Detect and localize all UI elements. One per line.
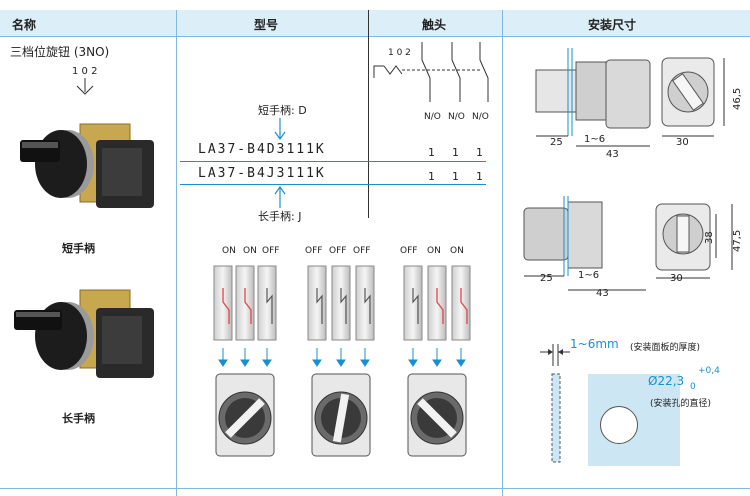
- header-contacts: 触头: [422, 18, 447, 32]
- panel-thickness-diagram: [540, 344, 570, 463]
- dim-1-6: 1~6: [578, 270, 600, 281]
- state-label: ON: [450, 246, 464, 256]
- dimension-drawing-long: [523, 196, 733, 291]
- schema-position-label: 1 0 2: [388, 48, 411, 58]
- contact-count: 1: [428, 170, 435, 183]
- panel-thickness-value: 1~6mm: [570, 337, 619, 351]
- long-handle-label: 长手柄: [62, 412, 95, 425]
- state-label: ON: [222, 246, 236, 256]
- switching-states-diagram: [213, 265, 471, 457]
- model-code: LA37-B4D3111K: [198, 142, 326, 157]
- header-model: 型号: [254, 18, 279, 32]
- hole-diameter: Ø22,3: [648, 374, 685, 388]
- product-title: 三档位旋钮 (3NO): [10, 45, 110, 59]
- contact-count: 1: [428, 146, 435, 159]
- long-handle-arrow-icon: [274, 186, 286, 208]
- state-label: ON: [243, 246, 257, 256]
- dim-30: 30: [676, 137, 689, 148]
- mounting-hole: [600, 406, 638, 444]
- column-divider: [502, 10, 503, 496]
- dim-25: 25: [540, 273, 553, 284]
- dim-47-5: 47,5: [732, 229, 743, 252]
- dim-30: 30: [670, 273, 683, 284]
- state-label: OFF: [305, 246, 323, 256]
- short-handle-switch-photo: [20, 123, 154, 208]
- short-handle-note: 短手柄: D: [258, 104, 307, 117]
- contact-count: 1: [452, 146, 459, 159]
- table-header: [0, 10, 750, 37]
- contact-count: 1: [476, 170, 483, 183]
- short-handle-arrow-icon: [274, 118, 286, 141]
- state-label: OFF: [353, 246, 371, 256]
- state-label: OFF: [400, 246, 418, 256]
- no-label: N/O: [424, 112, 441, 122]
- dim-25: 25: [550, 137, 563, 148]
- header-dimensions: 安装尺寸: [588, 18, 637, 32]
- hole-note: (安装孔的直径): [650, 399, 712, 409]
- bottom-rule: [0, 488, 750, 489]
- header-name: 名称: [12, 18, 37, 32]
- long-handle-switch-photo: [14, 289, 154, 378]
- contact-count: 1: [452, 170, 459, 183]
- state-label: OFF: [329, 246, 347, 256]
- position-label: 1 0 2: [72, 66, 98, 77]
- dim-38: 38: [704, 231, 715, 244]
- long-handle-note: 长手柄: J: [258, 210, 302, 223]
- no-label: N/O: [472, 112, 489, 122]
- position-arrow-icon: [76, 78, 94, 95]
- contact-count: 1: [476, 146, 483, 159]
- hole-tol-high: +0,4: [698, 366, 720, 376]
- model-code: LA37-B4J3111K: [198, 166, 326, 181]
- contact-schematic-diagram: [373, 42, 489, 102]
- dim-1-6: 1~6: [584, 134, 606, 145]
- short-handle-label: 短手柄: [62, 242, 95, 255]
- panel-thickness-note: (安装面板的厚度): [630, 343, 701, 353]
- state-label: OFF: [262, 246, 280, 256]
- dim-43: 43: [596, 288, 609, 299]
- row-divider: [180, 161, 486, 162]
- dim-43: 43: [606, 149, 619, 160]
- column-divider: [176, 10, 177, 496]
- dim-46-5: 46,5: [732, 87, 743, 110]
- state-label: ON: [427, 246, 441, 256]
- row-divider: [180, 184, 486, 185]
- dimension-drawing-short: [535, 48, 725, 147]
- column-divider: [368, 10, 369, 218]
- hole-tol-low: 0: [690, 382, 696, 392]
- no-label: N/O: [448, 112, 465, 122]
